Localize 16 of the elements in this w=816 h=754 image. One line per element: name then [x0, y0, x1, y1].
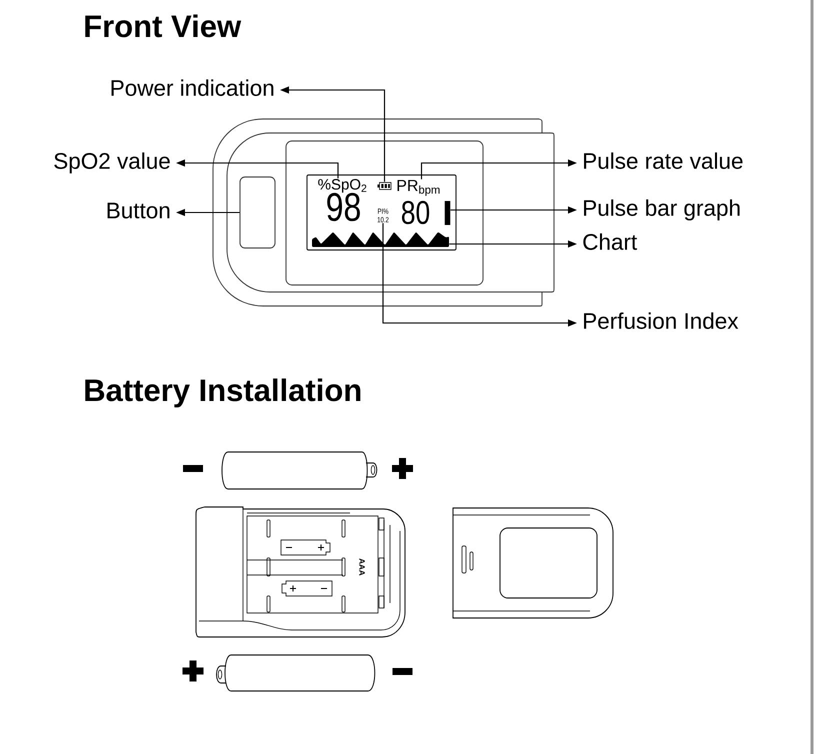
screen-label: %SpO$_{2}$: [318, 179, 366, 193]
pulse-bar: [444, 201, 450, 225]
screen-label: PR$_{bpm}$: [398, 180, 440, 196]
waveform: [312, 232, 449, 247]
battery-size-label: AAA: [359, 558, 365, 576]
battery-icon: [378, 182, 392, 190]
callout-label: Power indication: [112, 79, 274, 96]
callout-label: Pulse bar graph: [584, 199, 740, 220]
section-heading: Front View: [85, 14, 242, 38]
callout-label: SpO2 value: [54, 152, 170, 174]
callout-label: Perfusion Index: [584, 312, 738, 329]
callout-label: Button: [108, 202, 170, 218]
callout-label: Chart: [583, 233, 638, 250]
section-heading: Battery Installation: [85, 378, 360, 408]
device-button: [240, 176, 276, 248]
callout-label: Pulse rate value: [584, 152, 742, 169]
